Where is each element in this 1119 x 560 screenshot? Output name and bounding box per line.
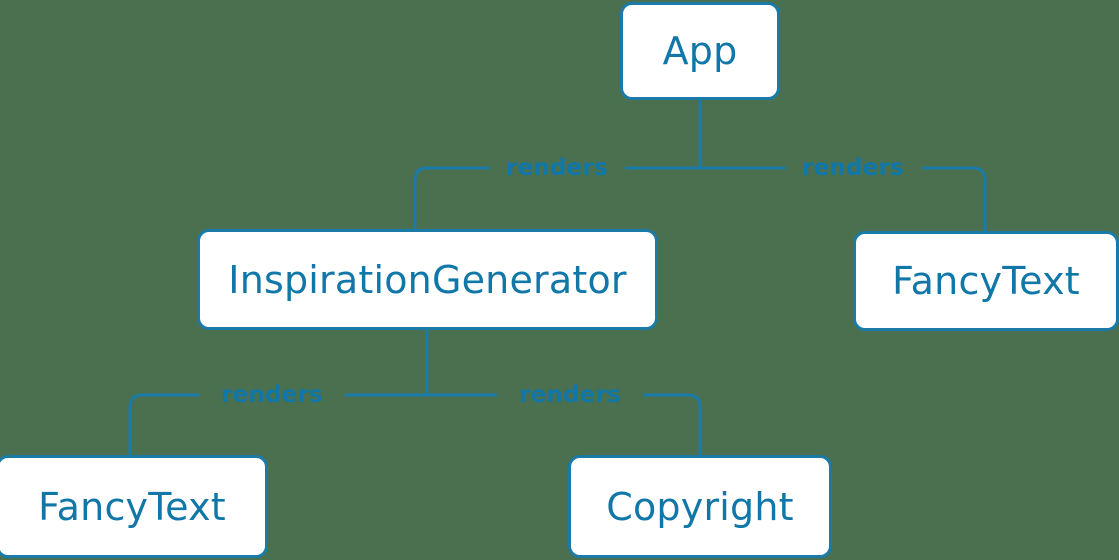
- node-app-label: App: [662, 29, 738, 73]
- edge-label-app-to-fancytext-right: renders: [802, 155, 904, 181]
- node-inspiration-generator-label: InspirationGenerator: [228, 257, 627, 302]
- node-fancytext-bottom-left-label: FancyText: [38, 484, 226, 529]
- edge-app-to-fancytext-right-outer: [922, 166, 987, 231]
- edge-inspiration-to-copyright-outer: [643, 393, 702, 455]
- node-inspiration-generator[interactable]: InspirationGenerator: [197, 229, 658, 330]
- edge-label-inspiration-generator-to-copyright: renders: [519, 382, 621, 408]
- node-fancytext-right-label: FancyText: [892, 259, 1080, 303]
- edge-inspiration-to-fancytext-outer: [128, 393, 200, 455]
- node-fancytext-bottom-left[interactable]: FancyText: [0, 455, 268, 558]
- edge-label-inspiration-generator-to-fancytext: renders: [221, 382, 323, 408]
- edge-label-app-to-inspiration-generator: renders: [506, 155, 608, 181]
- node-copyright-label: Copyright: [606, 484, 794, 529]
- node-copyright[interactable]: Copyright: [568, 455, 832, 558]
- node-app[interactable]: App: [620, 2, 780, 100]
- edge-app-to-inspiration-left-outer: [413, 166, 490, 229]
- node-fancytext-right[interactable]: FancyText: [853, 231, 1119, 331]
